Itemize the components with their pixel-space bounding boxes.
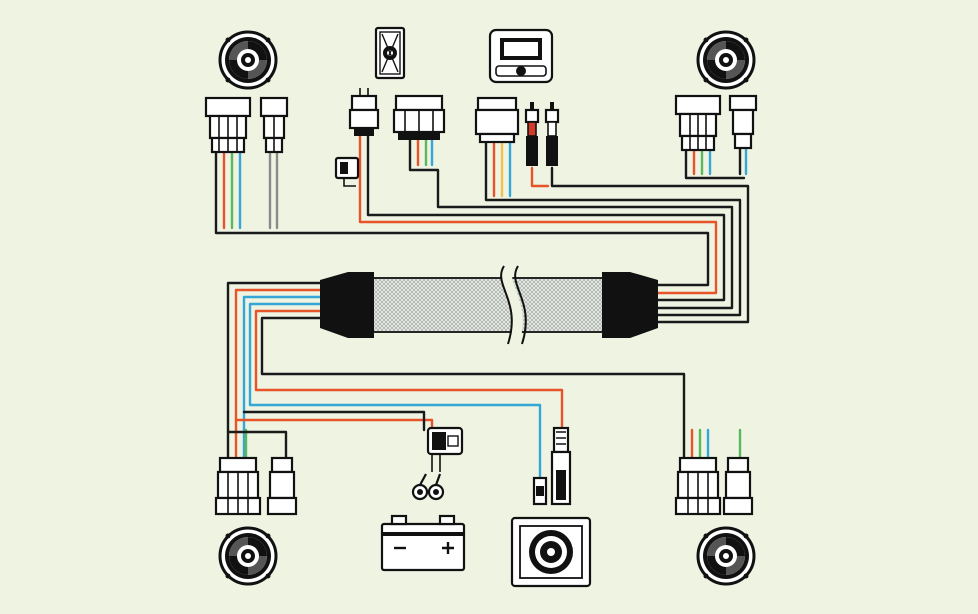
wire-trunk-left-red: [234, 288, 322, 462]
rca-plug-icon: [524, 102, 560, 166]
connector-front-right-4pin: [674, 94, 722, 152]
fuse-holder-bottom-icon: [426, 426, 464, 472]
connector-rear-left-4pin: [214, 456, 262, 516]
wire-front-right-black: [684, 148, 746, 180]
wire-rca-red: [530, 166, 550, 188]
subwoofer-icon: [510, 516, 592, 588]
speaker-rear-right-icon: [696, 526, 756, 586]
connector-amplifier: [392, 94, 446, 140]
wire-fuse-top-red: [358, 133, 718, 295]
wires: [214, 133, 750, 482]
connector-fuse-top: [348, 88, 380, 136]
amplifier-icon: [374, 26, 406, 80]
wire-ring-red: [234, 418, 434, 432]
wire-ring-black: [242, 410, 426, 432]
head-unit-icon: [488, 28, 554, 84]
connector-rear-right-2pin: [722, 456, 754, 516]
fuse-holder-top-icon: [334, 156, 360, 187]
wire-rear-left-small: [226, 430, 288, 462]
ring-terminal-icon: [411, 473, 445, 501]
wire-trunk-left-black: [226, 281, 322, 462]
speaker-front-right-icon: [696, 30, 756, 90]
wire-rear-right-black: [260, 316, 686, 462]
wire-sub-red: [254, 309, 564, 430]
wire-sub-blue: [248, 302, 542, 472]
wire-front-left-black: [214, 148, 710, 287]
wire-fuse-top-black: [366, 133, 726, 302]
connector-front-left-4pin: [204, 96, 252, 154]
connector-rear-left-2pin: [266, 456, 298, 516]
wire-trunk-left-blue: [242, 295, 322, 462]
speaker-front-left-icon: [218, 30, 278, 90]
connector-rear-right-4pin: [674, 456, 722, 516]
wire-amp-black: [408, 138, 734, 310]
wire-rca-black: [550, 166, 750, 324]
sub-plug-icon: [532, 426, 572, 506]
connector-front-left-2pin: [259, 96, 289, 154]
connector-head-unit: [474, 96, 520, 144]
connector-front-right-2pin: [728, 94, 758, 150]
speaker-rear-left-icon: [218, 526, 278, 586]
wire-headunit-black: [484, 138, 742, 317]
battery-icon: [380, 514, 466, 572]
braided-sleeve-icon: [320, 263, 658, 346]
